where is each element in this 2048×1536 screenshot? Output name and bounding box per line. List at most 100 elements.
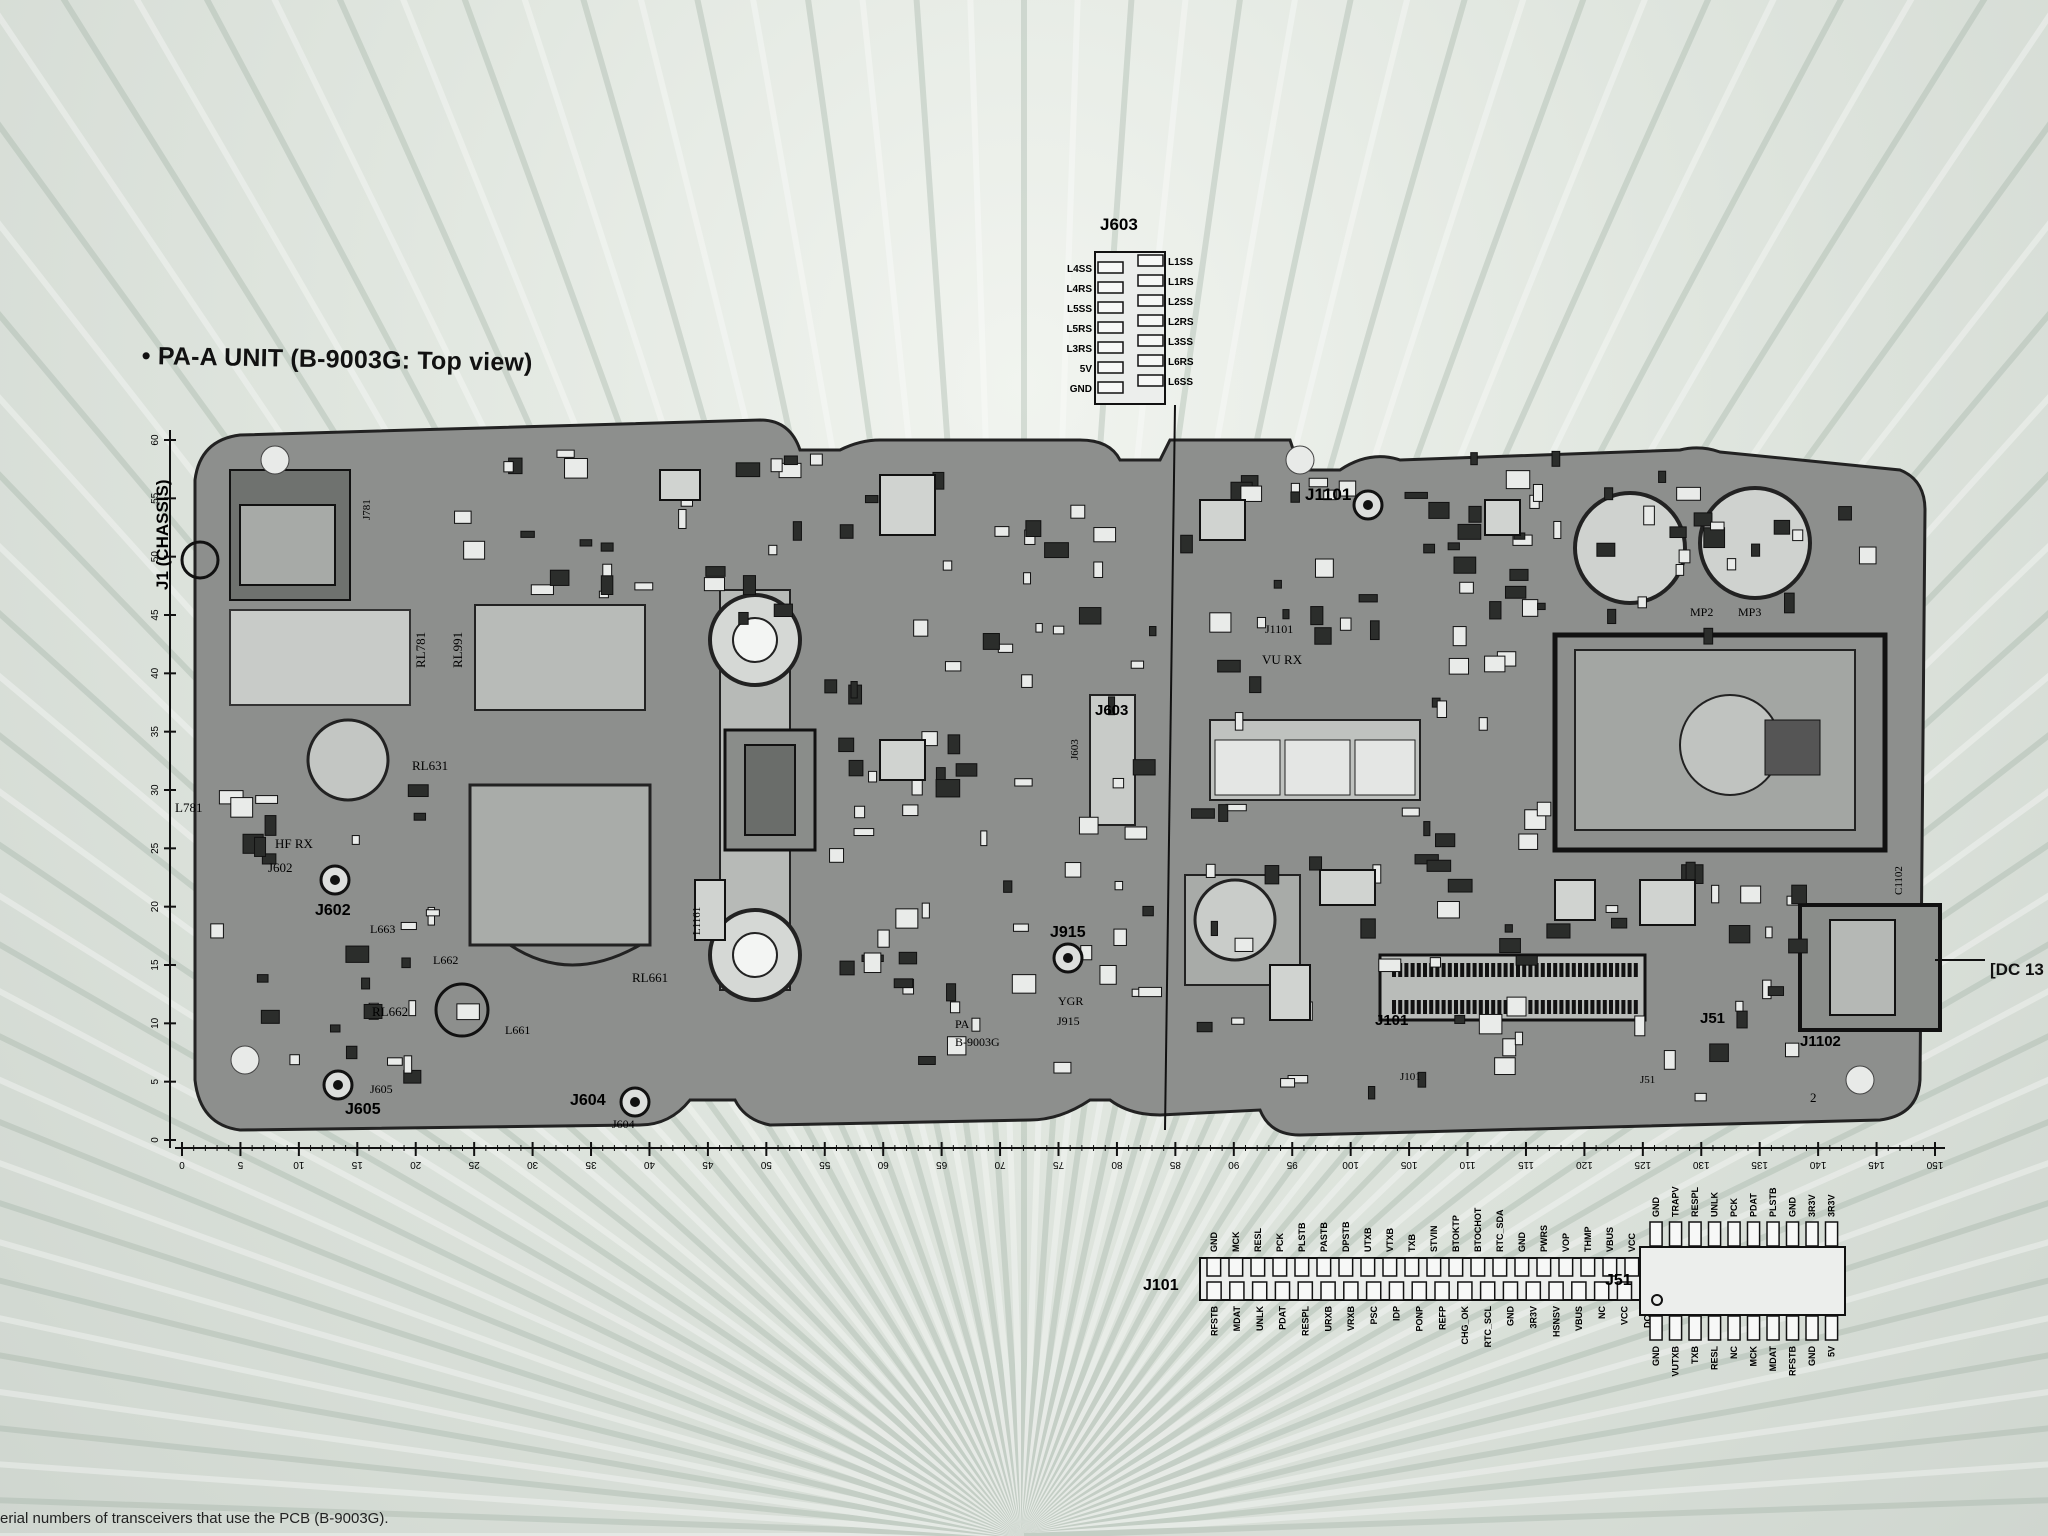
j101-board-pin [1503,1000,1508,1014]
smd-part [1314,558,1334,578]
smd-part [1489,601,1502,620]
smd-part [947,734,961,755]
connector-pin [1137,274,1164,287]
connector-pin-label: 3R3V [1826,1194,1836,1217]
connector-pin-label: PONP [1414,1306,1424,1332]
j101-board-pin [1609,963,1613,977]
connector-pin-label: L1RS [1168,277,1194,288]
smd-part [1663,1050,1676,1070]
connector-pin [1805,1315,1819,1341]
smd-part [773,603,793,618]
j101-board-pin [1633,963,1638,977]
smd-part [1234,937,1254,952]
smd-part [530,584,554,596]
smd-part [738,611,749,625]
j101-board-pin [1547,963,1551,977]
inductor-mp2 [1573,491,1687,605]
ruler-x-label: 40 [643,1159,655,1170]
speaker-pad [306,718,390,802]
smd-part [902,804,919,817]
connector-pin [1360,1257,1376,1277]
smd-part [1703,527,1726,549]
smd-part [1273,579,1282,589]
connector-pin [1343,1281,1359,1301]
connector-pin-label: IDP [1392,1306,1402,1321]
connector-pin-label: THMP [1583,1227,1593,1253]
connector-pin-label: REFP [1437,1306,1447,1330]
connector-pin [1688,1221,1702,1247]
connector-pin-label: RESL [1709,1346,1719,1371]
ruler-y-label: 30 [150,784,161,796]
connector-pin [1668,1315,1683,1341]
j101-board-pin [1460,963,1465,977]
j101-board-pin [1466,963,1471,977]
ic-package [1269,964,1311,1021]
smd-part [1515,955,1538,966]
j101-board-pin [1410,1000,1415,1014]
j101-board-pin [1429,1000,1434,1014]
smd-part [1693,512,1713,527]
ruler-x-label: 30 [527,1159,539,1170]
smd-part [1436,700,1448,718]
smd-part [1514,1031,1524,1046]
smd-part [1634,1015,1646,1037]
relay-rl781-body [229,609,411,706]
label-j51-small: J51 [1640,1074,1655,1086]
smd-part [809,453,823,466]
shield-can [1552,632,1888,853]
connector-pin-label: 3R3V [1528,1306,1538,1329]
smd-part [289,1054,300,1066]
label-j781: J781 [361,499,373,520]
smd-part [1196,1021,1213,1033]
smd-part [1290,491,1300,503]
ruler-x-label: 65 [936,1159,948,1170]
connector-pin [1097,281,1124,294]
j101-board-pin [1460,1000,1465,1014]
connector-pin [1727,1221,1741,1247]
battery-coin [1193,878,1277,962]
label-rl662: RL662 [372,1004,408,1019]
smd-part [877,929,890,948]
smd-part [407,784,429,798]
smd-part [1453,556,1477,574]
ruler-x-label: 75 [1053,1159,1065,1170]
connector-pin-label: MDAT [1768,1346,1778,1372]
label-j605-small: J605 [370,1082,393,1096]
smd-part [1736,1010,1748,1029]
connector-pin-label: UTXB [1363,1227,1373,1252]
connector-pin-label: RTC_SDA [1495,1209,1505,1252]
label-j915: J915 [1050,924,1086,941]
connector-pin [1206,1257,1222,1277]
smd-part [1290,482,1300,493]
smd-part [1264,865,1280,885]
smd-part [1521,599,1539,617]
ruler-x-label: 20 [410,1159,422,1170]
j101-board-pin [1584,1000,1589,1014]
connector-pin-label: RESPL [1300,1306,1310,1337]
label-board-name: PA [955,1017,970,1031]
connector-pin [1571,1281,1587,1301]
ruler-y-label: 5 [150,1078,161,1084]
smd-part [1011,974,1037,994]
smd-part [1130,660,1145,669]
ruler-x-label: 45 [702,1159,714,1170]
j101-board-pin [1485,1000,1489,1014]
connector-pin-label: L1SS [1168,257,1193,268]
ic-package [1639,879,1696,926]
smd-part [1093,527,1117,543]
smd-part [1767,986,1785,996]
label-j1101-small: J1101 [1265,622,1293,636]
connector-pin-label: GND [1070,384,1092,395]
smd-part [454,510,472,524]
connector-pin-label: GND [1517,1232,1527,1253]
smd-part [911,778,923,796]
smd-part [868,770,878,783]
j101-board-pin [1497,1000,1502,1014]
smd-part [564,458,588,479]
connector-pin [1137,254,1164,267]
j101-board-pin [1615,963,1620,977]
connector-pin-label: VUTXB [1670,1346,1680,1377]
